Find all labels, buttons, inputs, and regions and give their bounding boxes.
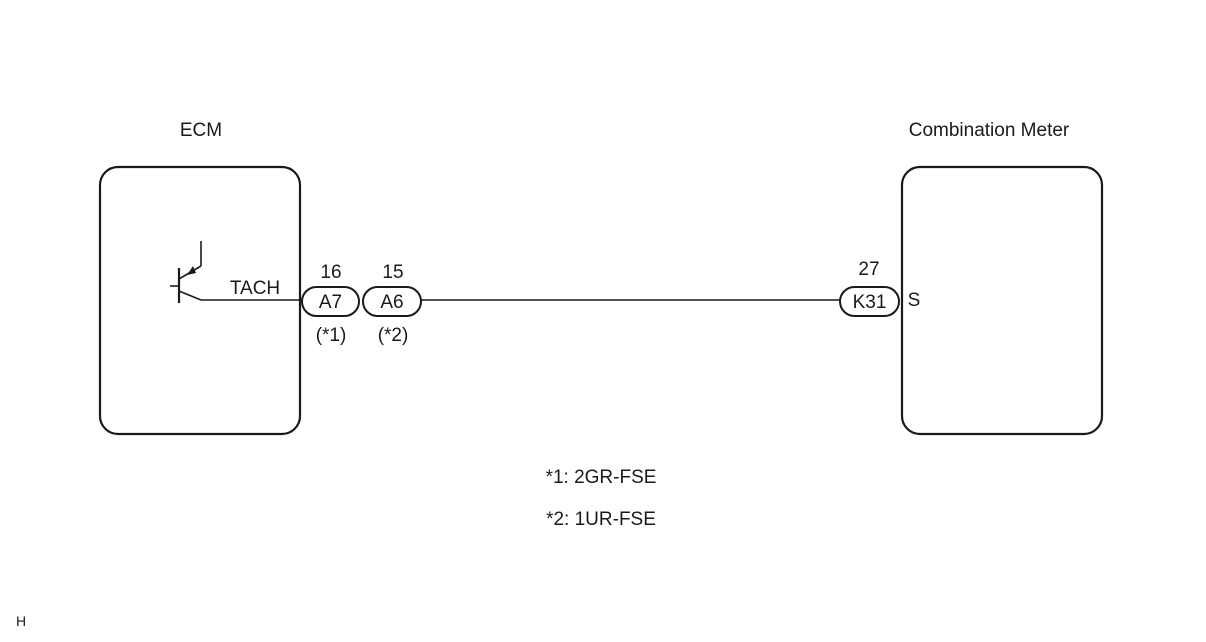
connector-a7-pin: 16 [320, 262, 341, 283]
meter-label: Combination Meter [909, 120, 1070, 141]
connector-a7: 16 A7 (*1) [301, 262, 360, 346]
legend-line-1: *1: 2GR-FSE [546, 467, 657, 488]
connector-a6: 15 A6 (*2) [362, 262, 422, 346]
ecm-label: ECM [180, 120, 222, 141]
connector-k31-pin: 27 [858, 259, 879, 280]
connector-a6-code: A6 [380, 292, 403, 313]
connector-k31: 27 K31 [839, 259, 900, 317]
meter-box [900, 165, 1104, 436]
connector-k31-code: K31 [853, 292, 887, 313]
meter-terminal-label: S [908, 290, 921, 311]
corner-mark: H [16, 613, 26, 629]
ecm-terminal-label: TACH [230, 278, 280, 299]
connector-a7-code: A7 [319, 292, 342, 313]
connector-a7-note: (*1) [316, 325, 347, 346]
connector-a6-note: (*2) [378, 325, 409, 346]
transistor-icon [170, 241, 202, 303]
legend-line-2: *2: 1UR-FSE [546, 509, 656, 530]
connector-a6-pin: 15 [382, 262, 403, 283]
